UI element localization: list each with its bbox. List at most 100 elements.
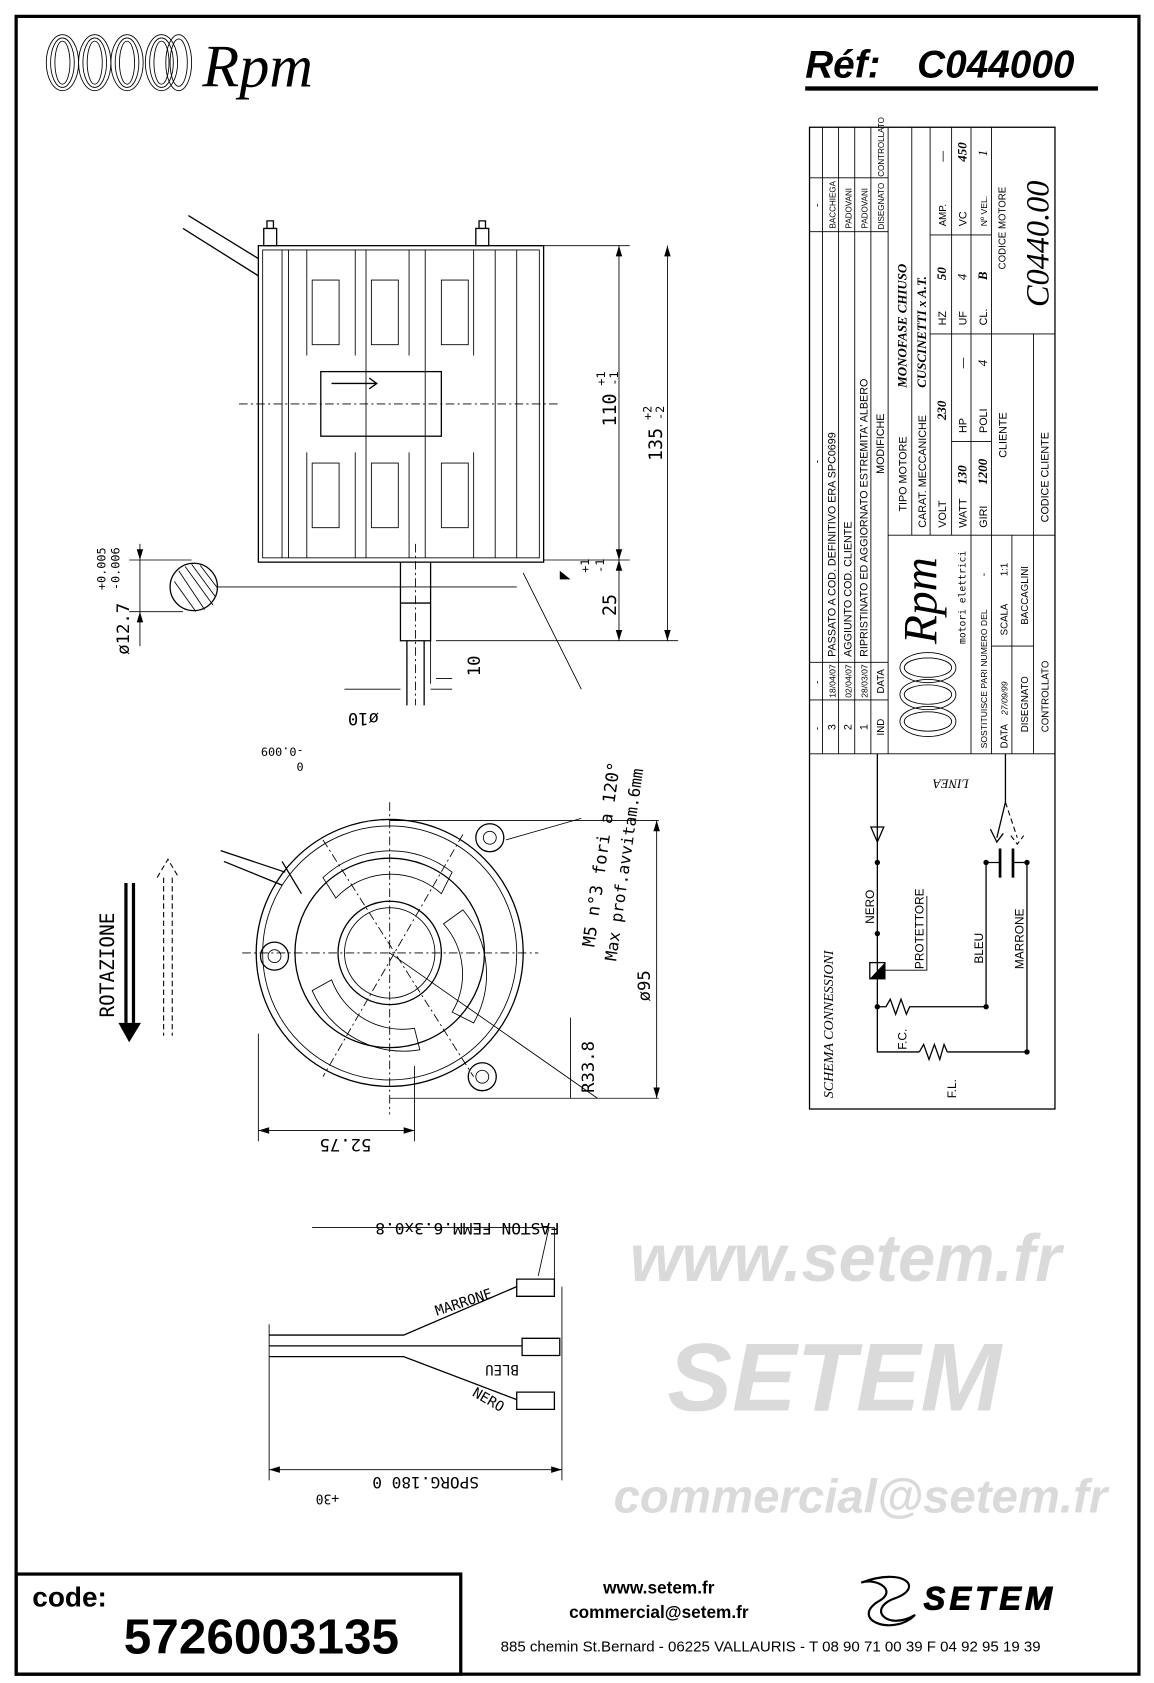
setem-logo-text: SETEM	[924, 1581, 1057, 1617]
dim-52: 52.75	[320, 1134, 372, 1154]
sporg-note: SPORG.180 0 +30	[316, 1473, 479, 1505]
schematic-fc: F.C.	[895, 1029, 909, 1050]
watermark-email: commercial@setem.fr	[614, 1471, 1110, 1524]
footer-website[interactable]: www.setem.fr	[602, 1577, 715, 1597]
dim-135: 135 +2 -2	[640, 406, 667, 461]
checked-label: CONTROLLATO	[1041, 660, 1052, 732]
carat-label: CARAT. MECCANICHE	[917, 415, 929, 528]
drawn-label: DISEGNATO	[1020, 676, 1031, 733]
cl-label: CL.	[978, 309, 990, 326]
dim-section-tol-minus: -0.006	[108, 547, 122, 590]
dim-shaft-tolerance: 0 -0.009	[261, 744, 304, 773]
vc-label: VC	[958, 211, 970, 226]
watermark-url: www.setem.fr	[630, 1222, 1064, 1296]
sostituisce-label: SOSTITUISCE PARI NUMERO DEL	[979, 609, 989, 748]
watermark: www.setem.fr SETEM commercial@setem.fr	[614, 1222, 1110, 1523]
tipo-motore-label: TIPO MOTORE	[897, 436, 909, 511]
rev-ind: -	[812, 727, 823, 730]
rev-desc: PASSATO A COD. DEFINITIVO ERA SPC0699	[826, 432, 838, 657]
protector-icon	[869, 895, 928, 980]
setem-logo: SETEM	[860, 1575, 1057, 1627]
motor-side-view: 110 +1 -1 135 +2 -2 25 +1 -1 10 ø10 0 -0…	[94, 214, 679, 773]
rev-drawn-by: -	[812, 204, 823, 207]
wire-nero: NERO	[470, 1385, 507, 1416]
hz-value: 50	[934, 267, 949, 280]
rev-header-ind: IND	[876, 719, 887, 736]
title-block: - - - - 3 18/04/07 PASSATO A COD. DEFINI…	[808, 117, 1056, 1110]
dim-135-value: 135	[646, 428, 667, 461]
uf-label: UF	[958, 311, 970, 326]
scale-label: SCALA	[1000, 603, 1011, 635]
cl-value: B	[975, 271, 990, 281]
dim-shaft-tol-lower: -0.009	[261, 744, 304, 758]
rev-drawn-by: PADOVANI	[861, 188, 870, 228]
dim-10: 10	[465, 656, 485, 677]
revision-table: - - - - 3 18/04/07 PASSATO A COD. DEFINI…	[809, 117, 889, 754]
reference-label: Réf:	[805, 44, 880, 87]
dim-110-tol-plus: +1	[594, 371, 608, 385]
footer: code: 5726003135 www.setem.fr commercial…	[14, 1572, 1057, 1676]
revision-row: 3 18/04/07 PASSATO A COD. DEFINITIVO ERA…	[826, 180, 838, 730]
cable-drawing: FASTON FEMM.6.3x0.8 MARRONE BLEU NERO SP…	[268, 1219, 563, 1505]
vel-label: Nº VEL.	[979, 196, 989, 226]
dim-110: 110 +1 -1	[594, 371, 621, 426]
amp-label: AMP.	[938, 204, 949, 226]
rev-header-disegnato: DISEGNATO	[877, 183, 886, 230]
rotation-indicator: ROTAZIONE	[96, 858, 180, 1043]
amp-value: —	[937, 151, 949, 162]
rpm-logo: Rpm	[45, 33, 313, 100]
dim-135-tol-minus: -2	[653, 406, 667, 420]
sostituisce-value: -	[979, 573, 990, 576]
rev-date: 02/04/07	[844, 664, 854, 698]
dim-shaft-diameter: ø10	[348, 708, 379, 728]
rotation-label: ROTAZIONE	[96, 913, 119, 1018]
drawn-value: BACCAGLINI	[1020, 566, 1031, 625]
cliente-label: CLIENTE	[998, 412, 1010, 457]
mounting-hole-icon	[259, 941, 290, 971]
dim-110-value: 110	[600, 393, 621, 426]
mounting-hole-icon	[467, 1062, 497, 1092]
reference: Réf: C044000	[805, 44, 1099, 91]
sheet-frame	[14, 14, 1141, 1676]
date-value: 27/09/99	[1000, 681, 1010, 716]
poli-value: 4	[975, 359, 990, 366]
poli-label: POLI	[978, 408, 990, 432]
rev-header-modifiche: MODIFICHE	[875, 414, 887, 474]
dim-135-tol-plus: +2	[640, 406, 654, 420]
code-value: 5726003135	[124, 1610, 399, 1665]
rev-desc: AGGIUNTO COD. CLIENTE	[843, 521, 855, 656]
dim-25-tol-plus: +1	[578, 559, 592, 573]
motor-front-view: M5 n°3 fori a 120° Max prof.avvitam.6mm …	[220, 761, 660, 1154]
schematic-bleu: BLEU	[972, 933, 986, 964]
dim-25-tol-minus: -1	[593, 559, 607, 573]
mounting-hole-icon	[475, 823, 505, 853]
setem-swoosh-icon	[860, 1575, 916, 1627]
title-logo-brand: Rpm	[896, 557, 948, 645]
sporg-note-text: SPORG.180 0	[372, 1473, 479, 1492]
dim-radius: R33.8	[579, 1041, 599, 1093]
connection-schematic: SCHEMA CONNESSIONI NERO PROTETTORE LINEA…	[822, 753, 1030, 1098]
codice-cliente-label: CODICE CLIENTE	[1040, 432, 1052, 522]
dim-section: ø12.7 +0.005 -0.006	[94, 547, 134, 654]
hp-value: —	[958, 357, 970, 368]
dim-shaft-tol-upper: 0	[296, 759, 303, 773]
schematic-title: SCHEMA CONNESSIONI	[822, 949, 837, 1098]
rev-desc: -	[812, 460, 823, 463]
vel-value: 1	[975, 150, 990, 156]
vc-value: 450	[955, 142, 970, 163]
rev-header-data: DATA	[876, 669, 887, 694]
brand-name: Rpm	[201, 33, 312, 100]
rev-ind: 2	[843, 724, 855, 730]
footer-email[interactable]: commercial@setem.fr	[569, 1602, 749, 1622]
coil-logo-icon	[45, 34, 193, 92]
revision-header: IND DATA MODIFICHE DISEGNATO CONTROLLATO	[875, 117, 887, 735]
dim-section-value: ø12.7	[114, 603, 134, 655]
title-left-block: Rpm motori elettrici SOSTITUISCE PARI NU…	[888, 534, 1055, 754]
watt-label: WATT	[958, 498, 970, 528]
schematic-linea: LINEA	[933, 777, 970, 792]
tipo-motore-value: MONOFASE CHIUSO	[894, 264, 909, 389]
revision-row: 2 02/04/07 AGGIUNTO COD. CLIENTE PADOVAN…	[843, 188, 855, 730]
hp-label: HP	[958, 418, 970, 433]
volt-label: VOLT	[937, 500, 949, 528]
rev-date: -	[812, 681, 823, 684]
